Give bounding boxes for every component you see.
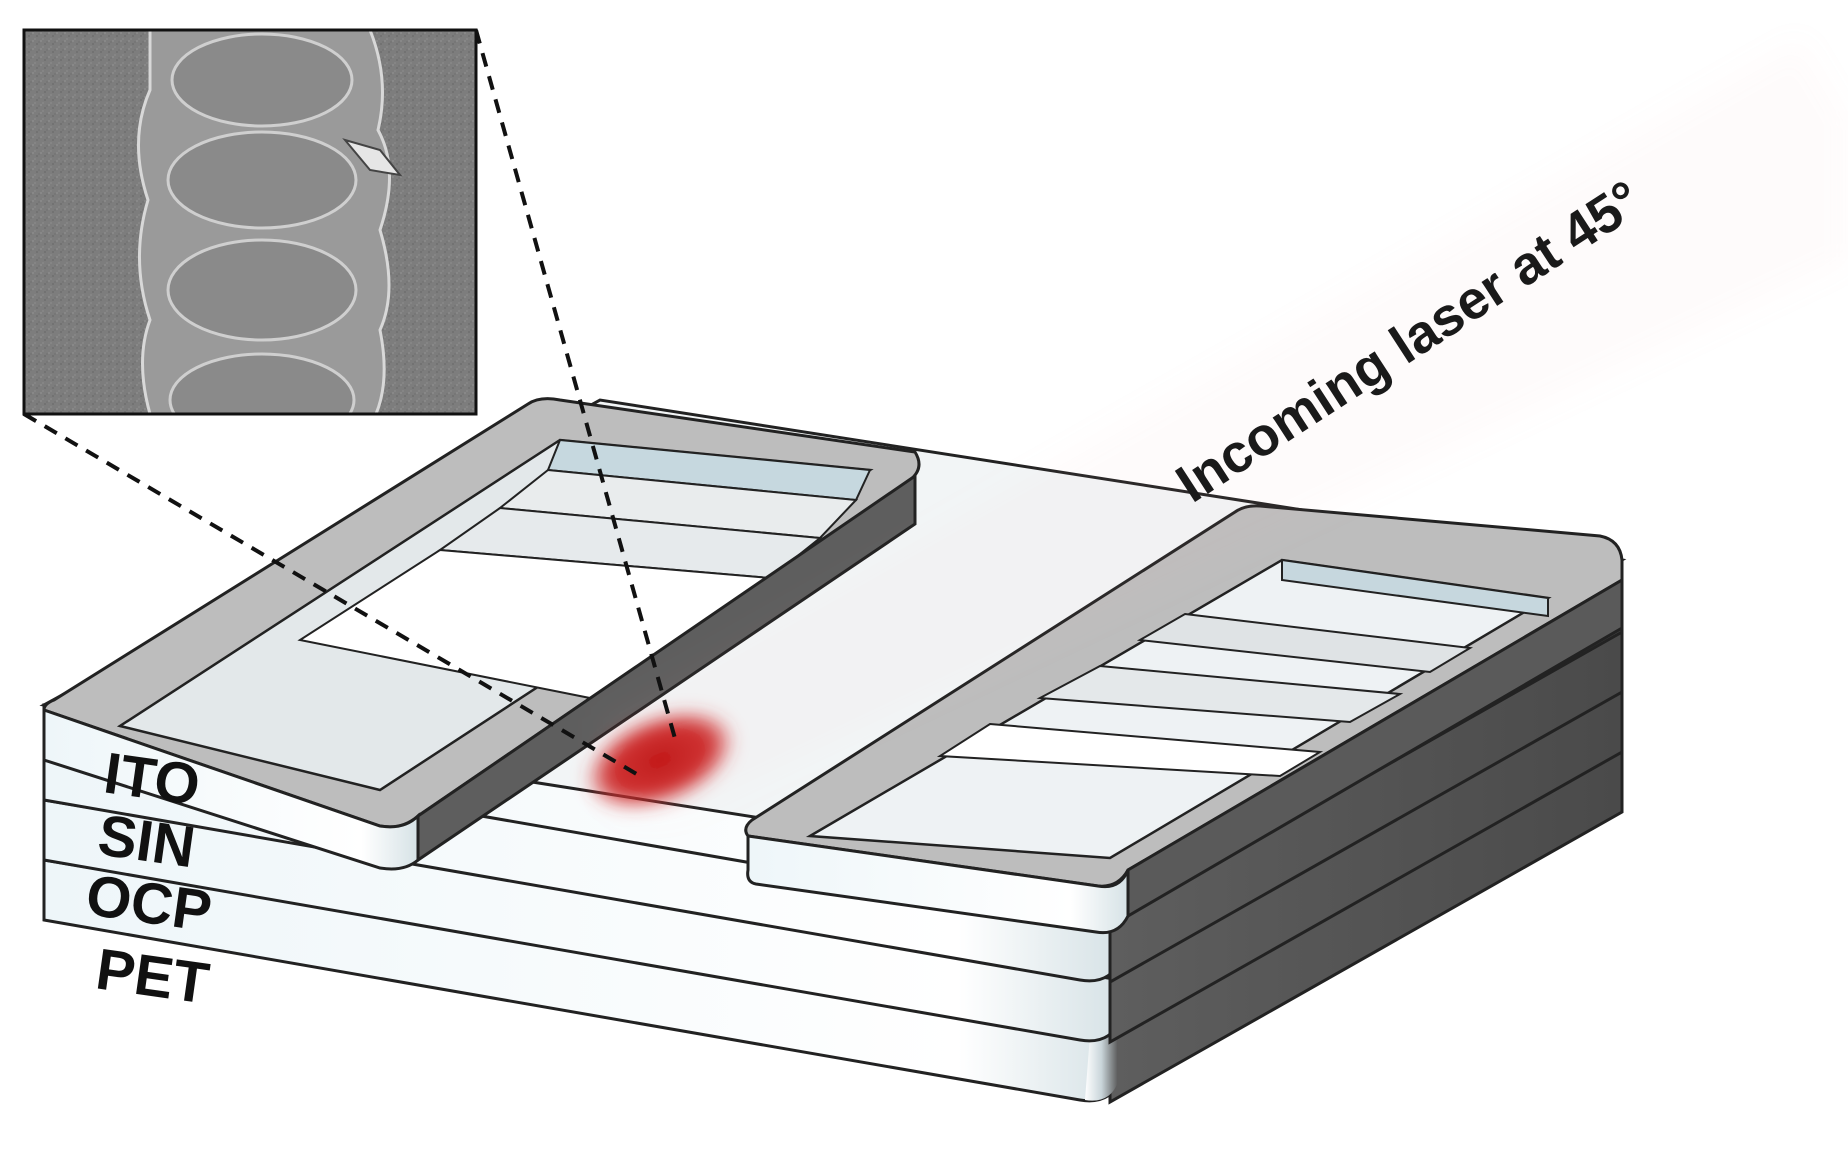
micrograph-features (138, 30, 400, 446)
micrograph-inset (24, 30, 476, 446)
layer-label-pet: PET (92, 937, 213, 1017)
